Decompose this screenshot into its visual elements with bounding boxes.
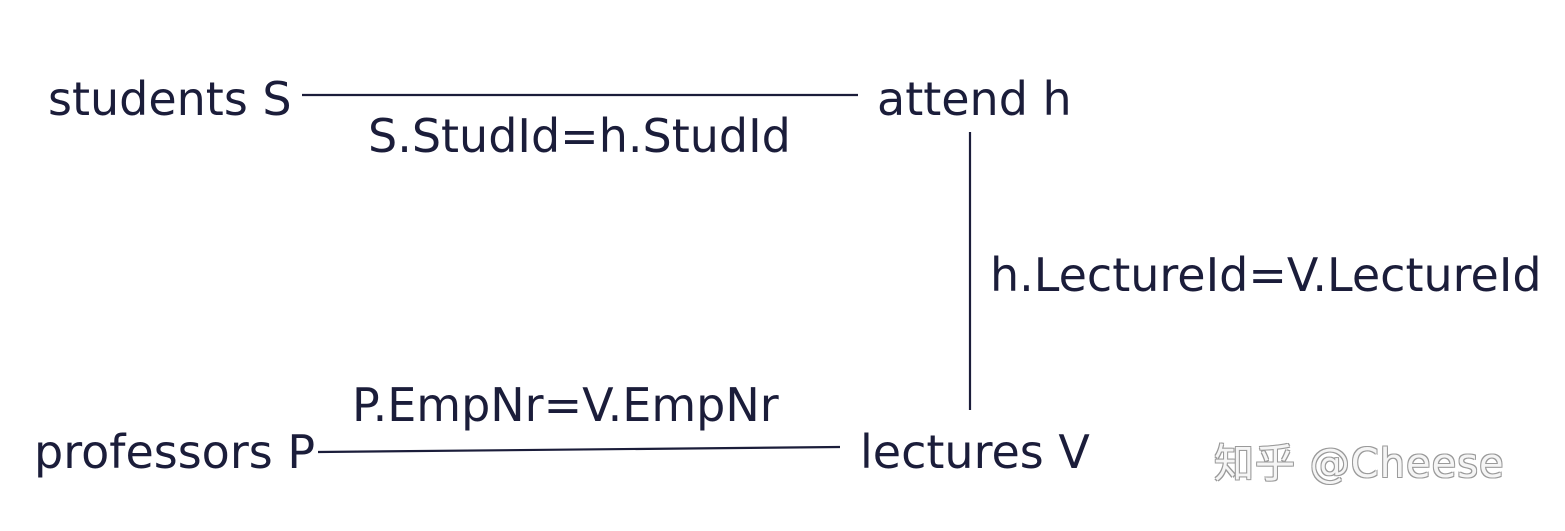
node-lectures: lectures V <box>860 425 1090 479</box>
node-students: students S <box>48 72 292 126</box>
edge-label-professors-lectures: P.EmpNr=V.EmpNr <box>352 378 779 432</box>
node-attend: attend h <box>877 72 1072 126</box>
edge-label-attend-lectures: h.LectureId=V.LectureId <box>990 248 1542 302</box>
edge-professors-lectures <box>317 445 841 454</box>
watermark: 知乎 @Cheese <box>1214 441 1505 487</box>
node-professors: professors P <box>34 425 316 479</box>
edge-label-students-attend: S.StudId=h.StudId <box>368 109 791 163</box>
